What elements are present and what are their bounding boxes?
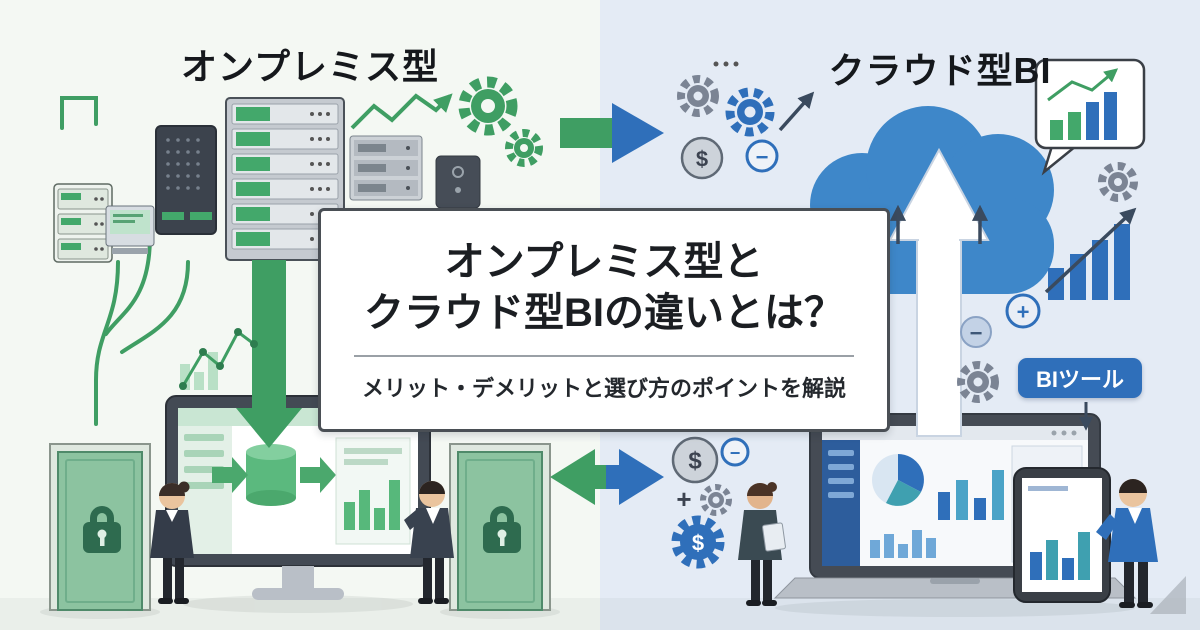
door-left: [49, 443, 151, 611]
svg-text:−: −: [970, 321, 983, 346]
server-stack-gray: [349, 135, 423, 201]
bar-chart-icon: [938, 470, 1004, 520]
growth-arrow-icon: [350, 93, 453, 130]
bi-tool-badge: BIツール: [1018, 358, 1142, 398]
floor-shading: [0, 598, 1200, 630]
plus-icon: +: [1005, 293, 1041, 329]
data-in-arrow-icon: [212, 457, 248, 493]
minus-icon: −: [960, 316, 992, 348]
line-chart-icon: [179, 328, 258, 390]
ellipsis-dots: [713, 61, 739, 67]
door-right: [449, 443, 551, 611]
upload-arrow-icon: [888, 147, 990, 437]
exchange-arrow-icon: [550, 449, 664, 505]
gear-icon: [700, 484, 732, 516]
person-woman-right: [738, 482, 786, 606]
lock-icon: [483, 506, 521, 553]
gear-icon: [677, 75, 719, 117]
svg-text:$: $: [688, 448, 702, 475]
server-tower-small-dark: [435, 155, 481, 209]
gear-icon: [458, 76, 518, 136]
ground-shadows: [40, 595, 1135, 619]
server-tower-dark: [155, 125, 217, 235]
download-arrow-icon: [236, 260, 302, 448]
person-man-left: [404, 481, 454, 604]
card-title-line1: オンプレミス型と: [444, 239, 764, 284]
trend-up-arrow-icon: [778, 91, 815, 132]
dollar-coin-icon: $: [680, 136, 724, 180]
report-panel: [335, 437, 411, 545]
title-card: オンプレミス型と クラウド型BIの違いとは？ メリット・デメリットと選び方のポイ…: [318, 208, 890, 432]
svg-text:$: $: [692, 531, 704, 556]
svg-text:$: $: [696, 147, 708, 172]
transition-arrow-icon: [560, 103, 664, 163]
chart-bubble: [1034, 58, 1146, 176]
person-man-right: [1096, 479, 1158, 608]
gear-icon: [1098, 162, 1138, 202]
dollar-coin-icon: $: [671, 436, 719, 484]
svg-text:+: +: [1017, 300, 1030, 325]
plus-icon: +: [676, 484, 691, 514]
database-icon: [246, 444, 296, 506]
svg-text:−: −: [730, 443, 741, 463]
gear-icon: [725, 87, 775, 137]
card-subtitle: メリット・デメリットと選び方のポイントを解説: [361, 376, 846, 402]
left-section-title: オンプレミス型: [181, 46, 439, 87]
lock-icon: [83, 506, 121, 553]
minus-icon: −: [745, 139, 779, 173]
data-out-arrow-icon: [300, 457, 336, 493]
monitor: [165, 395, 431, 600]
pie-chart-icon: [872, 454, 924, 506]
cable-lines: [60, 96, 190, 426]
person-woman-left: [150, 481, 194, 604]
right-section-title: クラウド型BI: [828, 50, 1052, 91]
gear-icon: [957, 361, 999, 403]
gear-icon: [505, 129, 543, 167]
card-divider: [354, 355, 854, 358]
corner-watermark: [1150, 576, 1186, 614]
card-title-line2: クラウド型BIの違いとは？: [364, 291, 844, 335]
svg-text:−: −: [756, 145, 769, 170]
server-rack-large: [225, 97, 345, 261]
server-stack-small: [53, 183, 113, 263]
mini-terminal: [105, 205, 155, 254]
dollar-gear-icon: $: [671, 515, 725, 569]
bar-chart-growth: [1044, 207, 1137, 300]
minus-icon: −: [720, 437, 750, 467]
tablet: [1013, 467, 1111, 603]
